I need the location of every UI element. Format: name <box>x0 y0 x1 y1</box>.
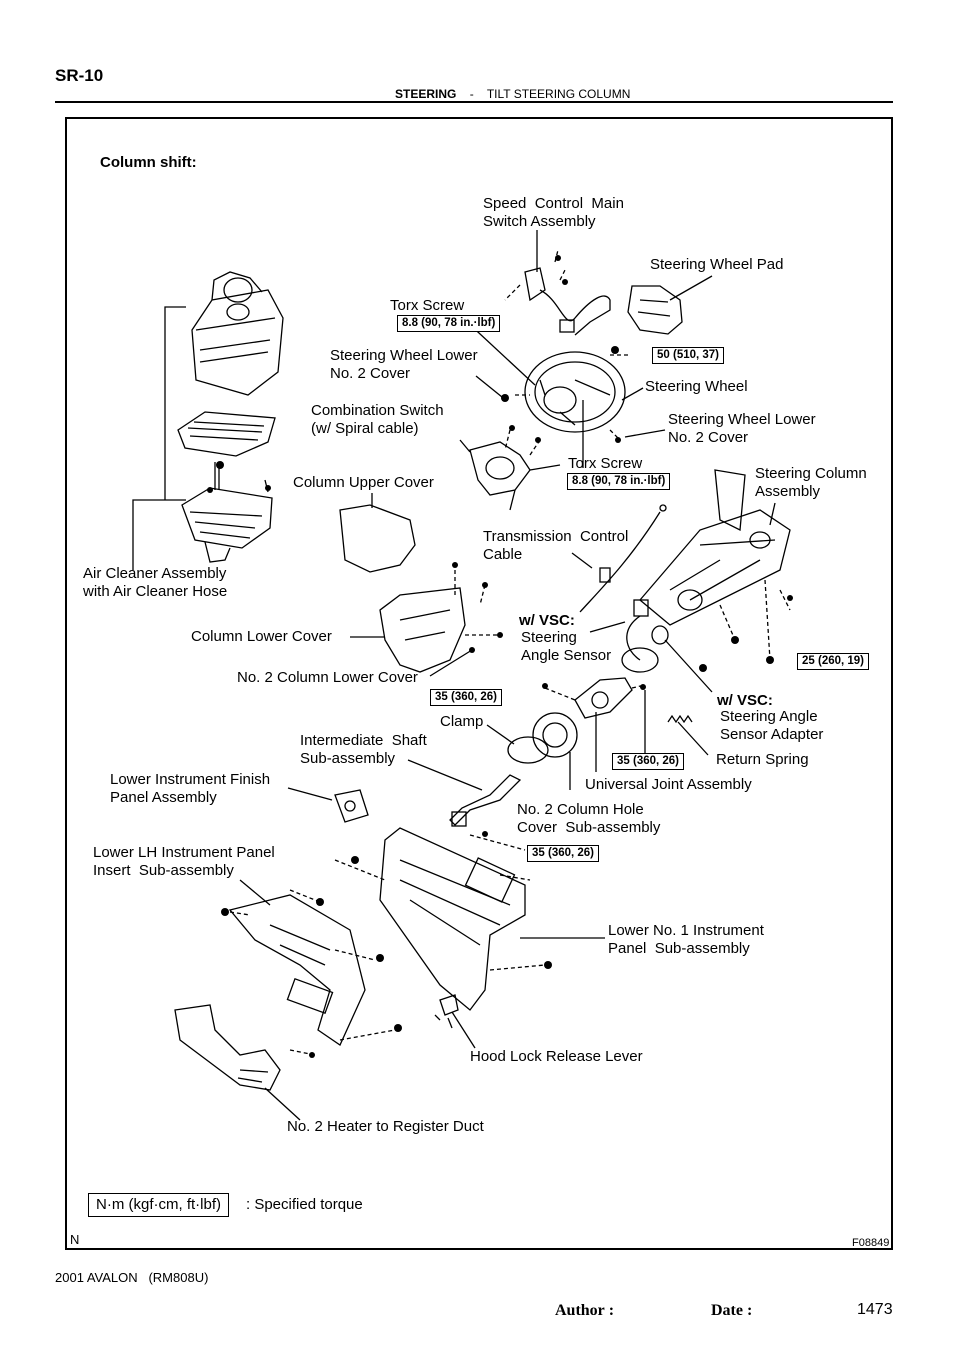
figure-id: F08849 <box>852 1237 890 1249</box>
torque-box: 35 (360, 26) <box>430 689 503 706</box>
label-steering-angle-sensor: Steering Angle Sensor <box>521 629 612 664</box>
label-torx-screw-1: Torx Screw <box>390 297 465 314</box>
label-vsc-1: w/ VSC: <box>519 612 575 629</box>
footer-date: Date : <box>711 1302 753 1319</box>
label-clamp: Clamp <box>440 713 484 730</box>
label-lower-lh-insert: Lower LH Instrument Panel Insert Sub-ass… <box>93 844 275 879</box>
label-heater-duct: No. 2 Heater to Register Duct <box>287 1118 484 1135</box>
corner-mark: N <box>70 1232 80 1247</box>
torque-box: 50 (510, 37) <box>652 347 725 364</box>
section-name: STEERING <box>395 87 457 101</box>
label-vsc-2: w/ VSC: <box>717 692 773 709</box>
header-rule <box>55 101 893 103</box>
label-lower-no1-panel: Lower No. 1 Instrument Panel Sub-assembl… <box>608 922 764 957</box>
legend-box: N·m (kgf·cm, ft·lbf) <box>88 1193 229 1217</box>
torque-box: 8.8 (90, 78 in.·lbf) <box>567 473 671 490</box>
label-sw-lower-cover-left: Steering Wheel Lower No. 2 Cover <box>330 347 478 382</box>
label-return-spring: Return Spring <box>716 751 809 768</box>
label-intermediate-shaft: Intermediate Shaft Sub-assembly <box>300 732 427 767</box>
footer-model: 2001 AVALON (RM808U) <box>55 1270 209 1285</box>
torque-box: 35 (360, 26) <box>527 845 600 862</box>
section-title: STEERING - TILT STEERING COLUMN <box>395 87 630 101</box>
footer-author: Author : <box>555 1302 615 1319</box>
label-combination-switch: Combination Switch (w/ Spiral cable) <box>311 402 444 437</box>
label-speed-control-switch: Speed Control Main Switch Assembly <box>483 195 624 230</box>
label-column-lower-cover: Column Lower Cover <box>191 628 332 645</box>
figure-frame <box>65 117 893 1250</box>
page-code: SR-10 <box>55 66 104 85</box>
section-separator: - <box>469 87 474 101</box>
subsection-name: TILT STEERING COLUMN <box>486 87 631 101</box>
label-lower-instrument-finish: Lower Instrument Finish Panel Assembly <box>110 771 271 806</box>
label-no2-column-lower-cover: No. 2 Column Lower Cover <box>237 669 418 686</box>
label-air-cleaner: Air Cleaner Assembly with Air Cleaner Ho… <box>83 565 228 600</box>
label-steering-wheel-pad: Steering Wheel Pad <box>650 256 784 273</box>
torque-box: 25 (260, 19) <box>797 653 870 670</box>
label-steering-column: Steering Column Assembly <box>755 465 867 500</box>
label-no2-column-hole-cover: No. 2 Column Hole Cover Sub-assembly <box>517 801 661 836</box>
label-column-upper-cover: Column Upper Cover <box>293 474 434 491</box>
label-hood-lock: Hood Lock Release Lever <box>470 1048 643 1065</box>
torque-box: 35 (360, 26) <box>612 753 685 770</box>
legend-text: : Specified torque <box>246 1196 363 1213</box>
torque-box: 8.8 (90, 78 in.·lbf) <box>397 315 501 332</box>
label-steering-wheel: Steering Wheel <box>645 378 748 395</box>
label-torx-screw-2: Torx Screw <box>568 455 643 472</box>
label-transmission-cable: Transmission Control Cable <box>483 528 629 563</box>
footer-page-number: 1473 <box>857 1301 893 1318</box>
label-universal-joint: Universal Joint Assembly <box>585 776 752 793</box>
label-sw-lower-cover-right: Steering Wheel Lower No. 2 Cover <box>668 411 816 446</box>
figure-heading: Column shift: <box>100 154 197 171</box>
label-sensor-adapter: Steering Angle Sensor Adapter <box>720 708 824 743</box>
